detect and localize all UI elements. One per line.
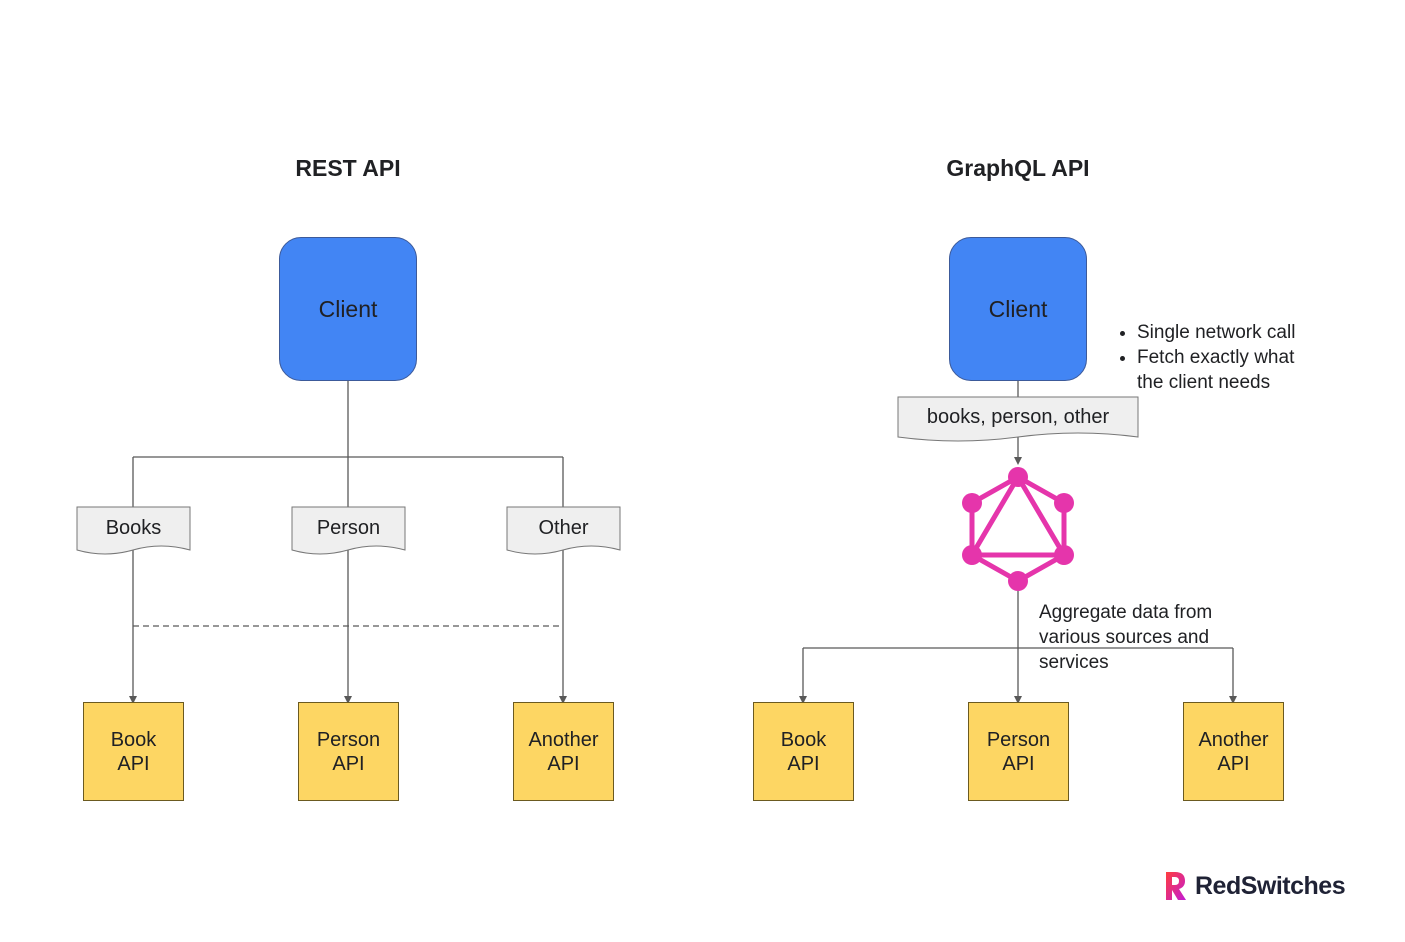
brand-logo: RedSwitches — [1163, 870, 1346, 902]
api-label-line1: Another — [528, 728, 599, 751]
rest-title: REST API — [295, 155, 401, 181]
benefit-item: Single network call — [1137, 320, 1323, 345]
rest-connectors — [129, 381, 567, 704]
graphql-query-flag — [897, 396, 1139, 442]
api-label-line1: Another — [1198, 728, 1269, 751]
graphql-query-label: books, person, other — [926, 406, 1110, 428]
rest-another-api-node: Another API — [513, 702, 614, 801]
graphql-connectors — [799, 381, 1237, 704]
graphql-client-node: Client — [949, 237, 1087, 381]
graphql-book-api-node: Book API — [753, 702, 854, 801]
api-label-line2: API — [547, 752, 580, 775]
api-label-line1: Book — [110, 728, 157, 751]
rest-book-api-node: Book API — [83, 702, 184, 801]
rest-flag-books-label: Books — [105, 517, 162, 539]
graphql-logo-icon — [962, 467, 1074, 591]
api-label-line2: API — [1217, 752, 1250, 775]
api-label-line1: Book — [780, 728, 827, 751]
graphql-benefits-note: Single network call Fetch exactly what t… — [1113, 320, 1323, 395]
aggregate-note: Aggregate data from various sources and … — [1039, 602, 1213, 673]
api-label-line2: API — [332, 752, 365, 775]
benefit-item: Fetch exactly what the client needs — [1137, 345, 1323, 395]
rest-flag-books — [76, 506, 191, 555]
rest-client-node: Client — [279, 237, 417, 381]
graphql-another-api-node: Another API — [1183, 702, 1284, 801]
graphql-person-api-node: Person API — [968, 702, 1069, 801]
rest-flag-person — [291, 506, 406, 555]
rest-flag-other-label: Other — [538, 517, 589, 539]
api-label-line2: API — [117, 752, 150, 775]
redswitches-logo-icon — [1166, 872, 1186, 900]
api-label-line2: API — [1002, 752, 1035, 775]
rest-flag-person-label: Person — [316, 517, 381, 539]
rest-client-label: Client — [318, 295, 378, 322]
rest-person-api-node: Person API — [298, 702, 399, 801]
api-label-line1: Person — [986, 728, 1051, 751]
graphql-client-label: Client — [988, 295, 1048, 322]
brand-name: RedSwitches — [1195, 871, 1346, 900]
graphql-title: GraphQL API — [946, 155, 1090, 181]
api-label-line1: Person — [316, 728, 381, 751]
api-label-line2: API — [787, 752, 820, 775]
rest-flag-other — [506, 506, 621, 555]
